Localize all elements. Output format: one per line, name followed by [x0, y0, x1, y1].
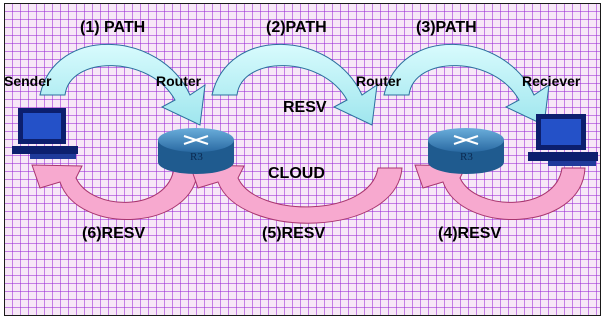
receiver-label: Reciever	[522, 73, 581, 89]
resv-arrow-5	[189, 164, 403, 224]
router-label-left: Router	[156, 73, 202, 89]
resv-label-4: (4)RESV	[438, 225, 502, 242]
resv-arrow-6	[31, 164, 199, 220]
path-arrow-1	[39, 43, 206, 126]
router-label-right: Router	[356, 73, 402, 89]
resv-arrow-4	[414, 164, 586, 220]
path-arrow-3	[383, 43, 550, 126]
path-label-3: (3)PATH	[416, 19, 477, 36]
receiver-computer-icon	[528, 114, 598, 166]
sender-computer-icon	[12, 108, 78, 159]
path-arrow-2	[211, 43, 378, 126]
resv-label-6: (6)RESV	[82, 225, 146, 242]
sender-label: Sender	[4, 73, 52, 89]
router-left-icon	[158, 128, 234, 174]
router-right-name: R3	[460, 151, 473, 163]
path-label-2: (2)PATH	[266, 19, 327, 36]
router-right-icon	[428, 128, 504, 174]
cloud-label: CLOUD	[268, 165, 325, 182]
path-label-1: (1) PATH	[80, 19, 146, 36]
resv-label-5: (5)RESV	[262, 225, 326, 242]
resv-label-top: RESV	[283, 99, 327, 116]
router-left-name: R3	[190, 151, 203, 163]
